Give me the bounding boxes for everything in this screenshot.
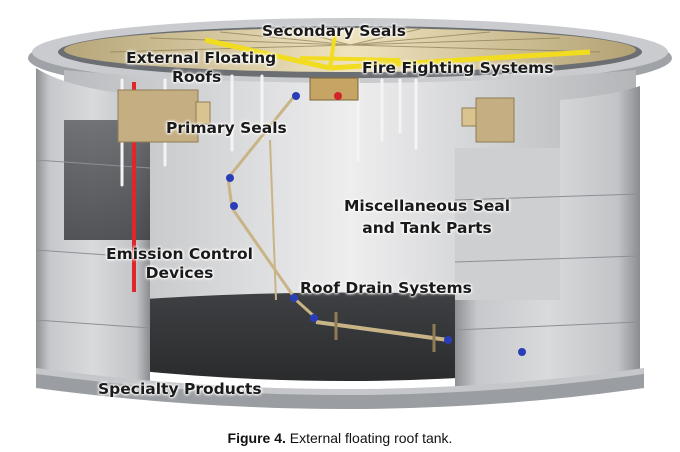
label-miscellaneous-seal-line2: and Tank Parts [362, 219, 492, 237]
tank-floor [130, 292, 560, 381]
label-fire-fighting-systems: Fire Fighting Systems [362, 59, 554, 77]
tank-illustration [28, 18, 672, 409]
label-emission-control-line1: Emission Control [106, 245, 253, 263]
label-secondary-seals: Secondary Seals [262, 22, 406, 40]
label-emission-control-line2: Devices [145, 264, 214, 282]
caption-label: Figure 4. [227, 430, 286, 446]
left-valve-block [117, 89, 211, 143]
label-miscellaneous-seal: Miscellaneous Seal and Tank Parts [344, 197, 510, 238]
label-external-floating-roofs-line2: Roofs [172, 68, 222, 86]
label-roof-drain-systems: Roof Drain Systems [300, 279, 472, 297]
right-valve-block [461, 97, 515, 143]
label-external-floating-roofs-line1: External Floating [126, 49, 277, 67]
label-miscellaneous-seal-line1: Miscellaneous Seal [344, 197, 511, 215]
figure-caption: Figure 4. External floating roof tank. [0, 430, 680, 446]
label-primary-seals: Primary Seals [166, 119, 287, 137]
caption-text: External floating roof tank. [289, 430, 453, 446]
tank-wall-right [454, 86, 641, 398]
tank-base-ring [36, 368, 644, 409]
label-specialty-products: Specialty Products [98, 380, 262, 398]
fire-fighting-system [204, 33, 591, 101]
label-external-floating-roofs: External Floating Roofs [126, 49, 276, 87]
label-emission-control: Emission Control Devices [106, 245, 253, 283]
roof-drain-system [226, 92, 526, 356]
